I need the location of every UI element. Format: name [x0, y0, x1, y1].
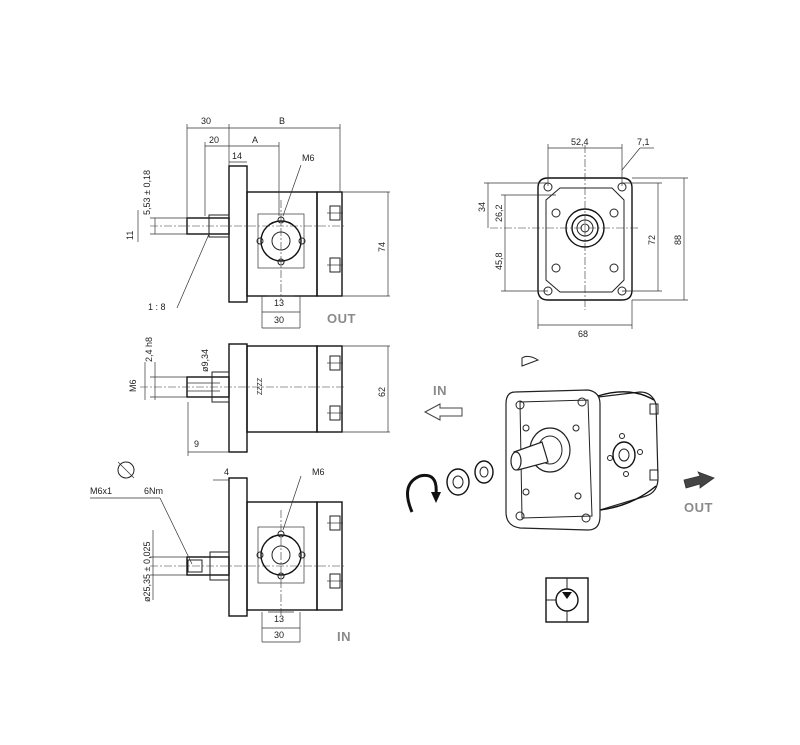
dim-m6-top: M6 [302, 153, 315, 163]
dim-9: 9 [194, 439, 199, 449]
dim-torque: 6Nm [144, 486, 163, 496]
dim-524: 52,4 [571, 137, 589, 147]
port-label-out-top: OUT [327, 311, 356, 326]
front-view: 52,4 7,1 34 26,2 45,8 72 88 68 [477, 137, 688, 339]
dim-74: 74 [377, 242, 387, 252]
dim-30-top: 30 [274, 315, 284, 325]
dim-14: 14 [232, 151, 242, 161]
dim-dia-2535: ø25,35 ± 0,025 [142, 542, 152, 602]
side-view-bottom: 4 M6 M6x1 6Nm ø25,35 ± 0,025 13 30 IN [90, 461, 351, 644]
dim-72: 72 [647, 235, 657, 245]
dim-88: 88 [673, 235, 683, 245]
dim-a: A [252, 135, 258, 145]
dim-34: 34 [477, 202, 487, 212]
pump-symbol [545, 577, 589, 623]
dim-key: 2,4 h8 [144, 337, 154, 362]
side-view-middle: ZZZZ M6 2,4 h8 ø9,34 62 9 [128, 337, 390, 456]
iso-label-in: IN [433, 383, 447, 398]
dim-screw: M6x1 [90, 486, 112, 496]
dim-30: 30 [201, 116, 211, 126]
dim-b: B [279, 116, 285, 126]
dim-m6-bottom: M6 [312, 467, 325, 477]
dim-62: 62 [377, 387, 387, 397]
isometric-view: IN OUT [406, 355, 715, 531]
dim-taper: 1 : 8 [148, 302, 166, 312]
svg-text:ZZZZ: ZZZZ [257, 377, 264, 395]
dim-13-top: 13 [274, 298, 284, 308]
dim-71: 7,1 [637, 137, 650, 147]
dim-68: 68 [578, 329, 588, 339]
dim-dia-934: ø9,34 [200, 349, 210, 372]
dim-262: 26,2 [494, 204, 504, 222]
dim-30-bottom: 30 [274, 630, 284, 640]
dim-m6-mid: M6 [128, 379, 138, 392]
port-label-in-bottom: IN [337, 629, 351, 644]
dim-13-bottom: 13 [274, 614, 284, 624]
dim-553: 5,53 ± 0,18 [142, 170, 152, 215]
iso-label-out: OUT [684, 500, 713, 515]
dim-11: 11 [125, 231, 135, 240]
side-view-top: 30 B 20 A 14 M6 5,53 ± 0,18 11 74 1 : 8 … [125, 116, 390, 329]
dim-4: 4 [224, 467, 229, 477]
dim-458: 45,8 [494, 252, 504, 270]
dim-20: 20 [209, 135, 219, 145]
